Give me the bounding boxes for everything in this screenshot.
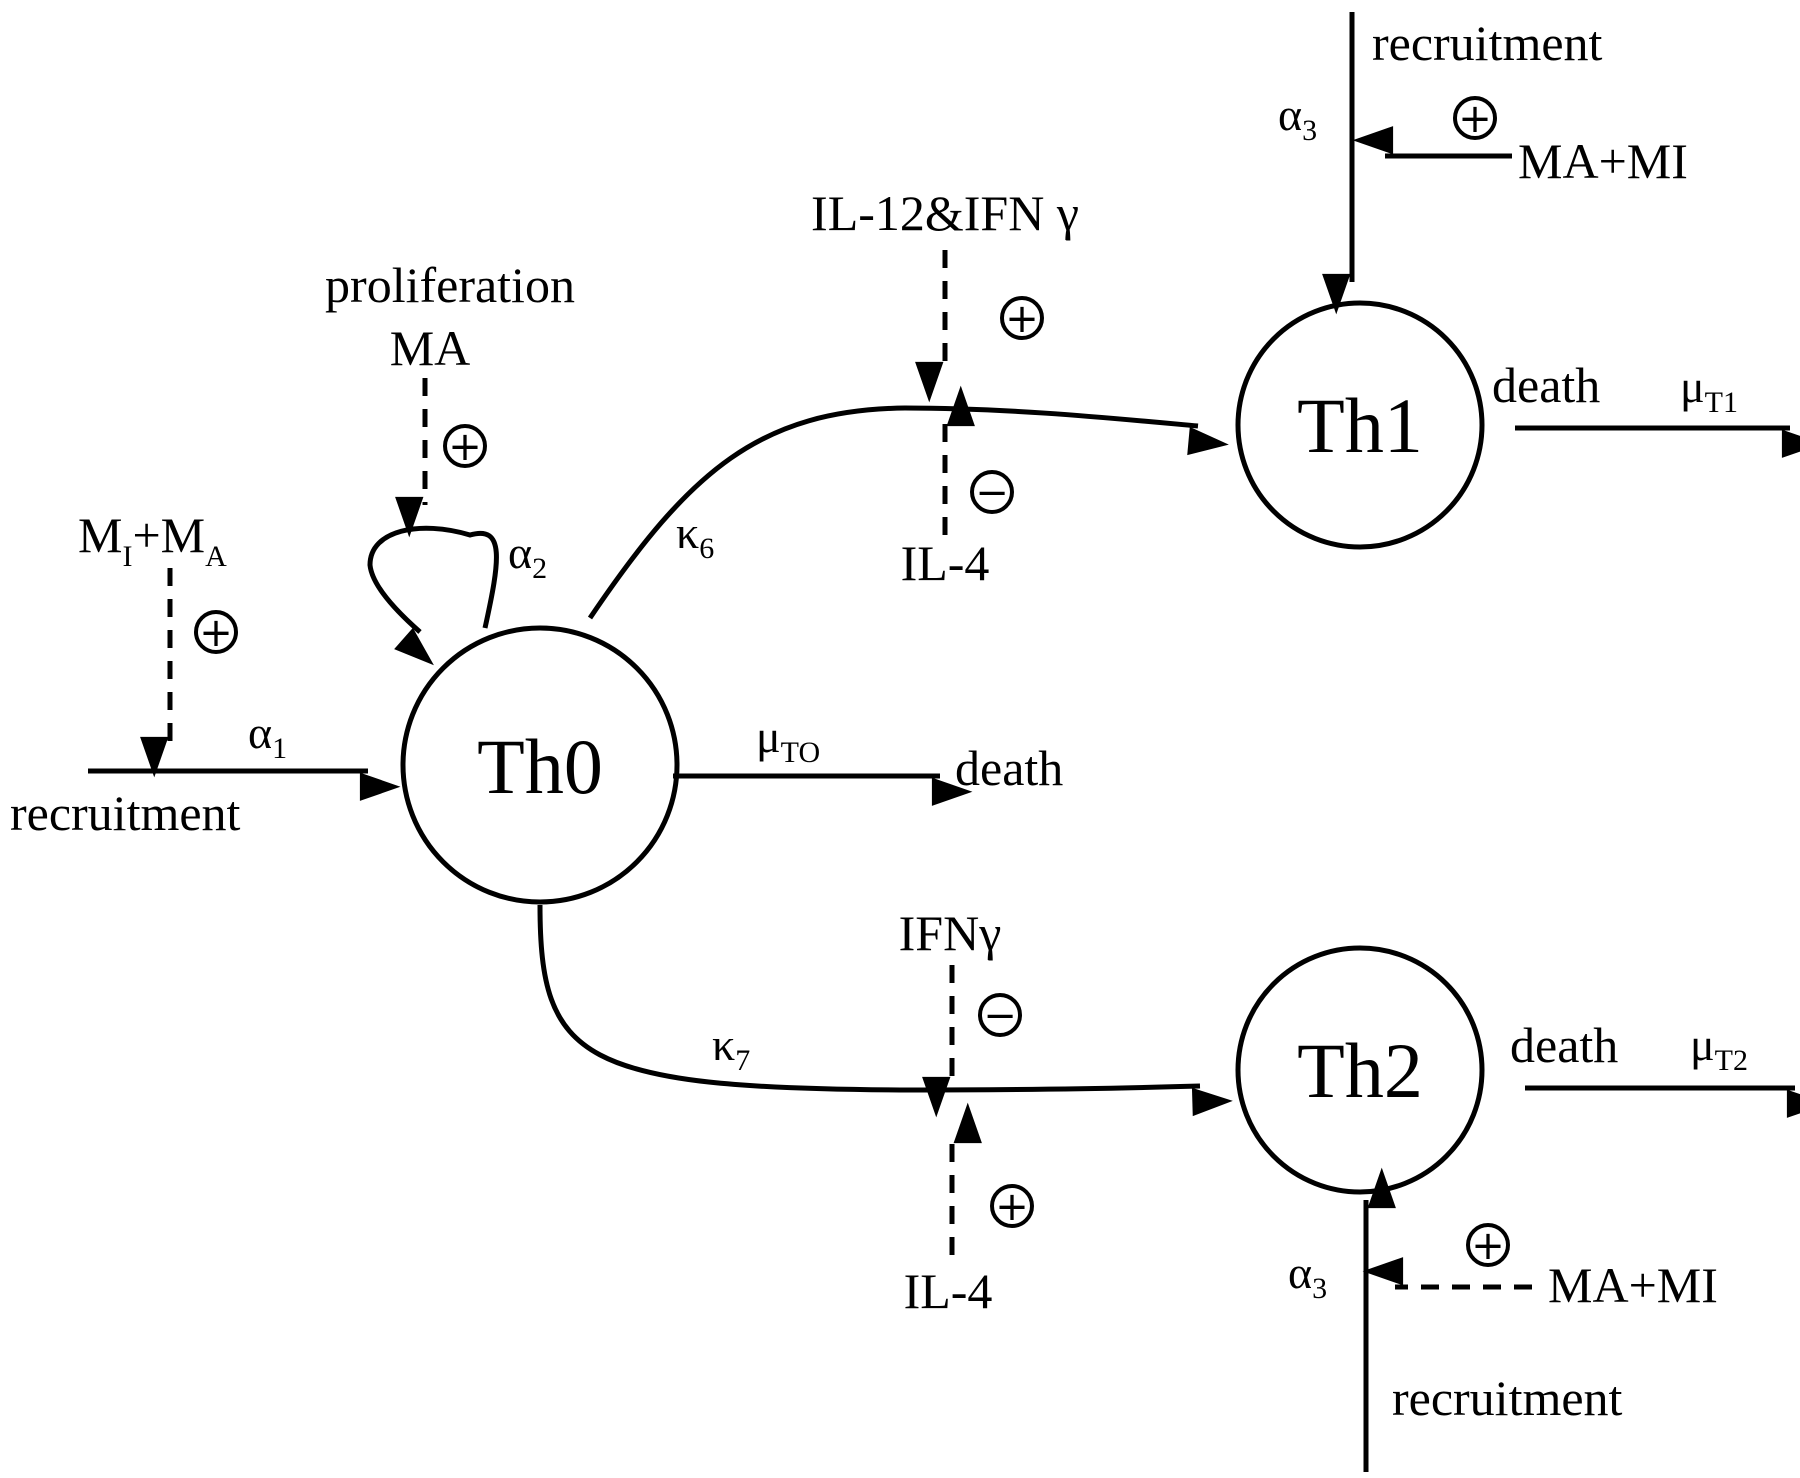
plus-sign-icon: + [1000, 296, 1044, 342]
mu-t1-label: μT1 [1680, 361, 1738, 419]
th2-label: Th2 [1297, 1027, 1423, 1114]
il12-ifn-label: IL-12&IFN γ [811, 185, 1079, 241]
minus-sign-icon: − [970, 470, 1014, 516]
th0-label: Th0 [477, 723, 603, 810]
th1-label: Th1 [1297, 382, 1423, 469]
recruitment-th2-label: recruitment [1392, 1370, 1623, 1426]
svg-text:+: + [995, 1184, 1029, 1230]
svg-text:+: + [1005, 296, 1039, 342]
th1-node: Th1 [1235, 300, 1485, 550]
alpha3-th2-label: α3 [1288, 1247, 1327, 1305]
svg-text:+: + [448, 424, 482, 470]
alpha2-label: α2 [508, 527, 547, 585]
mu-t0-label: μTO [756, 711, 820, 769]
svg-text:+: + [1471, 1223, 1505, 1269]
plus-sign-icon: + [1466, 1223, 1510, 1269]
plus-sign-icon: + [990, 1184, 1034, 1230]
death-th1-label: death [1492, 357, 1600, 413]
il4-bottom-label: IL-4 [904, 1263, 993, 1319]
ifn-gamma-label: IFNγ [899, 905, 1002, 961]
proliferation-loop-arrow [367, 525, 499, 666]
plus-sign-icon: + [443, 424, 487, 470]
death-th0-label: death [955, 740, 1063, 796]
mu-t2-label: μT2 [1690, 1019, 1748, 1077]
svg-text:−: − [983, 993, 1017, 1039]
alpha3-th1-label: α3 [1278, 89, 1317, 147]
alpha1-label: α1 [248, 707, 287, 765]
recruitment-th0-label: recruitment [10, 785, 241, 841]
th0-to-th2-arrow [537, 904, 1233, 1117]
th0-node: Th0 [400, 625, 680, 905]
plus-sign-icon: + [194, 610, 238, 656]
minus-sign-icon: − [978, 993, 1022, 1039]
il4-top-label: IL-4 [901, 535, 990, 591]
svg-text:−: − [975, 470, 1009, 516]
plus-sign-icon: + [1453, 96, 1497, 142]
th0-to-th1-arrow [587, 405, 1229, 620]
ma-mi-th2-label: MA+MI [1548, 1257, 1718, 1313]
kappa7-label: κ7 [712, 1019, 750, 1077]
recruitment-th1-label: recruitment [1372, 15, 1603, 71]
mi-ma-label: MI+MA [78, 507, 227, 573]
ma-proliferation-label: MA [390, 320, 471, 376]
kappa6-label: κ6 [676, 507, 714, 565]
death-th2-label: death [1510, 1017, 1618, 1073]
svg-text:+: + [199, 610, 233, 656]
th2-node: Th2 [1235, 945, 1485, 1195]
svg-text:+: + [1458, 96, 1492, 142]
ma-mi-th1-label: MA+MI [1518, 133, 1688, 189]
proliferation-label: proliferation [325, 257, 575, 313]
